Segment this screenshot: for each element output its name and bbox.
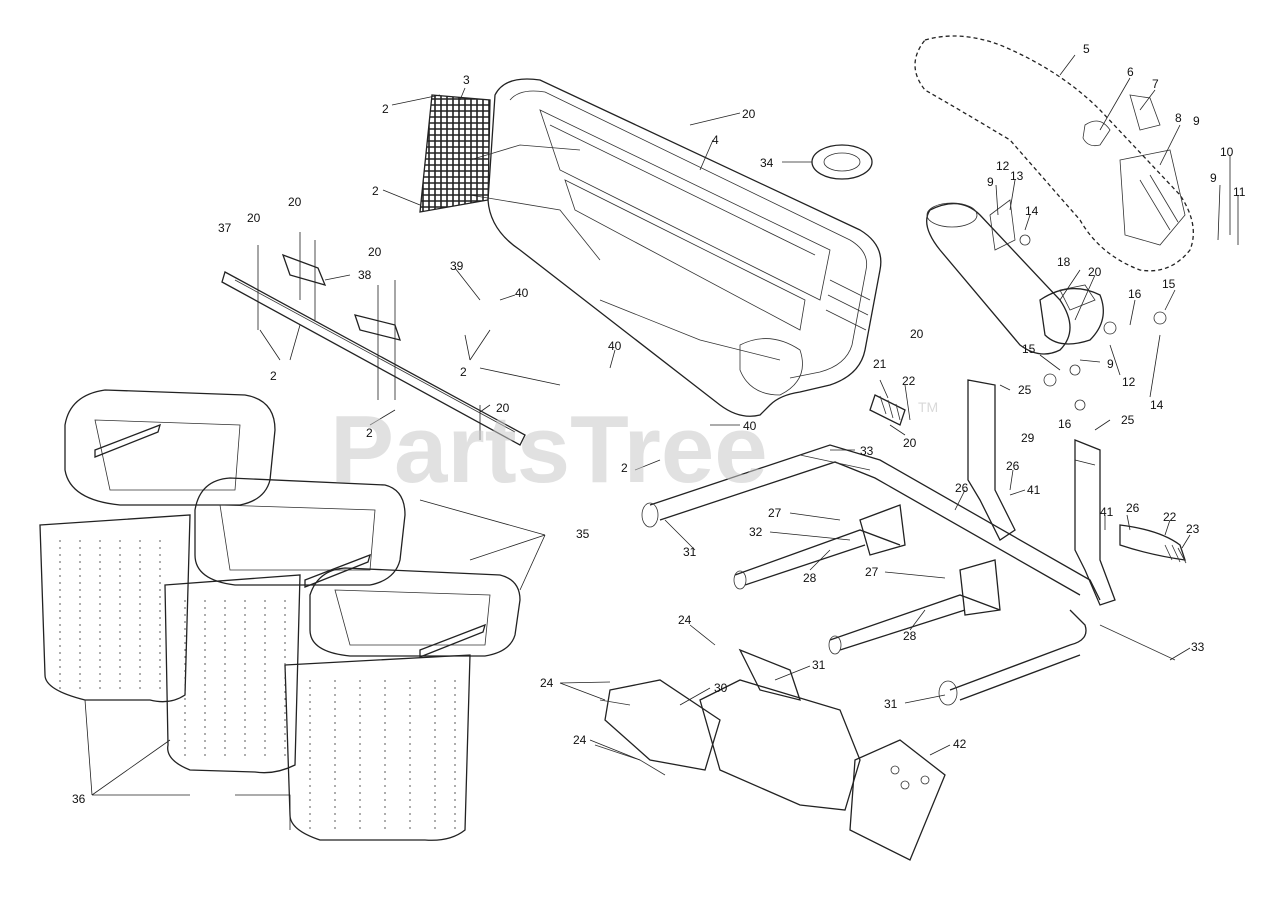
part-label: 22: [902, 374, 916, 388]
part-label: 30: [714, 681, 728, 695]
part-label: 20: [1088, 265, 1102, 279]
part-label: 2: [372, 184, 379, 198]
bagger-hood-drawing: [469, 78, 882, 417]
part-label: 2: [366, 426, 373, 440]
part-label: 28: [903, 629, 917, 643]
adapter-drawing: [926, 199, 1167, 411]
part-label: 9: [987, 175, 994, 189]
part-label: 2: [621, 461, 628, 475]
part-label: 33: [860, 444, 874, 458]
bag-tops-drawing: [64, 389, 521, 658]
part-label: 14: [1150, 398, 1164, 412]
part-label: 24: [573, 733, 587, 747]
part-label: 41: [1027, 483, 1041, 497]
watermark-trademark: TM: [918, 399, 938, 415]
part-label: 20: [368, 245, 382, 259]
chute-drawing: [914, 35, 1194, 272]
part-label: 38: [358, 268, 372, 282]
part-label: 16: [1058, 417, 1072, 431]
part-label: 26: [955, 481, 969, 495]
part-label: 12: [996, 159, 1010, 173]
part-label: 27: [865, 565, 879, 579]
part-label: 29: [1021, 431, 1035, 445]
part-label: 22: [1163, 510, 1177, 524]
part-label: 26: [1126, 501, 1140, 515]
part-label: 12: [1122, 375, 1136, 389]
part-label: 18: [1057, 255, 1071, 269]
part-label: 2: [382, 102, 389, 116]
grille-drawing: [419, 94, 491, 213]
part-label: 4: [712, 133, 719, 147]
part-labels: 2 3 20 4 34 5 6 7 8 9 10 9 11 12 13 9 14…: [72, 42, 1246, 806]
part-label: 15: [1162, 277, 1176, 291]
bags-drawing: [39, 514, 471, 841]
part-label: 35: [576, 527, 590, 541]
part-label: 9: [1210, 171, 1217, 185]
part-label: 7: [1152, 77, 1159, 91]
watermark-text: PartsTree: [330, 396, 768, 503]
gasket-ring-drawing: [811, 144, 873, 180]
part-label: 32: [749, 525, 763, 539]
part-label: 34: [760, 156, 774, 170]
part-label: 24: [540, 676, 554, 690]
part-label: 41: [1100, 505, 1114, 519]
part-label: 10: [1220, 145, 1234, 159]
part-label: 25: [1018, 383, 1032, 397]
part-label: 6: [1127, 65, 1134, 79]
part-label: 15: [1022, 342, 1036, 356]
part-label: 20: [910, 327, 924, 341]
part-label: 23: [1186, 522, 1200, 536]
rail-drawing: [221, 232, 526, 446]
part-label: 31: [683, 545, 697, 559]
part-label: 33: [1191, 640, 1205, 654]
part-label: 5: [1083, 42, 1090, 56]
part-label: 2: [460, 365, 467, 379]
part-label: 16: [1128, 287, 1142, 301]
part-label: 31: [884, 697, 898, 711]
part-label: 20: [247, 211, 261, 225]
part-label: 24: [678, 613, 692, 627]
part-label: 37: [218, 221, 232, 235]
part-label: 40: [743, 419, 757, 433]
part-label: 26: [1006, 459, 1020, 473]
leader-lines: [84, 54, 1239, 830]
part-label: 42: [953, 737, 967, 751]
part-label: 9: [1107, 357, 1114, 371]
part-label: 40: [608, 339, 622, 353]
part-label: 36: [72, 792, 86, 806]
part-label: 13: [1010, 169, 1024, 183]
brackets-drawing: [869, 379, 1187, 606]
part-label: 11: [1233, 185, 1246, 199]
frame-drawing: [641, 444, 1176, 706]
part-label: 3: [463, 73, 470, 87]
part-label: 40: [515, 286, 529, 300]
part-label: 20: [742, 107, 756, 121]
part-label: 28: [803, 571, 817, 585]
part-label: 25: [1121, 413, 1135, 427]
part-label: 14: [1025, 204, 1039, 218]
part-label: 39: [450, 259, 464, 273]
part-label: 8: [1175, 111, 1182, 125]
hitch-plates-drawing: [594, 648, 946, 861]
part-label: 21: [873, 357, 887, 371]
part-label: 2: [270, 369, 277, 383]
part-label: 27: [768, 506, 782, 520]
part-label: 20: [903, 436, 917, 450]
part-label: 20: [288, 195, 302, 209]
part-label: 20: [496, 401, 510, 415]
watermark: PartsTree TM: [330, 396, 938, 503]
part-label: 31: [812, 658, 826, 672]
part-label: 9: [1193, 114, 1200, 128]
